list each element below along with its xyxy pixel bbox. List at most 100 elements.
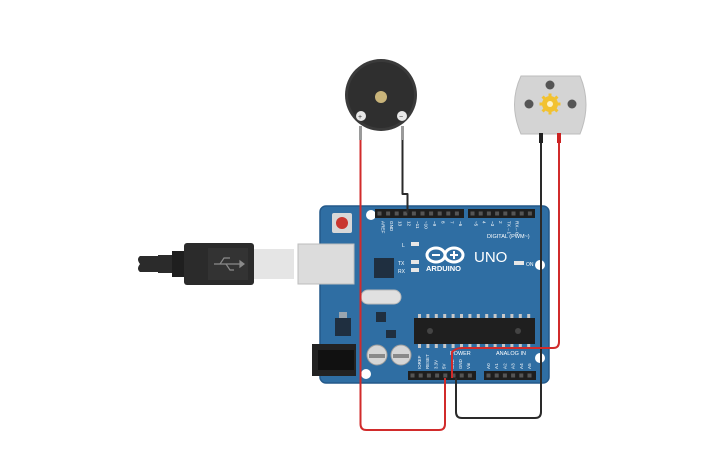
usb-chip	[374, 258, 394, 278]
analog-pin-label: A0	[486, 363, 491, 369]
digital-pin-label: TX→1	[506, 221, 511, 234]
motor-terminal-red[interactable]	[557, 133, 561, 143]
power-pin-label: 3.3V	[433, 360, 438, 369]
header-pin[interactable]	[511, 211, 516, 216]
atmega-chip	[414, 318, 535, 344]
arduino-uno-board[interactable]: L TX RX ON ARDUINO UNO DIGITAL (PWM~) PO…	[297, 205, 550, 384]
power-pin-label: IOREF	[417, 355, 422, 369]
led-l	[411, 242, 419, 246]
header-pin[interactable]	[519, 373, 524, 378]
header-pin[interactable]	[429, 211, 434, 216]
header-pin[interactable]	[451, 373, 456, 378]
analog-header-label: ANALOG IN	[496, 351, 526, 357]
buzzer-minus-terminal[interactable]	[397, 111, 407, 121]
piezo-buzzer[interactable]: + −	[345, 59, 417, 140]
header-pin[interactable]	[503, 211, 508, 216]
digital-pin-label: ~3	[490, 221, 495, 227]
dc-motor[interactable]	[514, 75, 587, 143]
header-pin[interactable]	[486, 373, 491, 378]
wire-motor-to-power[interactable]	[451, 143, 560, 378]
header-pin[interactable]	[454, 211, 459, 216]
header-pin[interactable]	[511, 373, 516, 378]
power-pin-label: RESET	[425, 354, 430, 369]
motor-terminal-black[interactable]	[539, 133, 543, 143]
header-pin[interactable]	[495, 211, 500, 216]
model-label: UNO	[474, 249, 507, 266]
voltage-regulator	[335, 318, 351, 336]
power-header	[408, 371, 476, 380]
digital-pin-label: ~6	[458, 221, 463, 227]
mounting-hole	[366, 210, 376, 220]
power-pin-label: Vin	[466, 362, 471, 369]
header-pin[interactable]	[443, 373, 448, 378]
header-pin[interactable]	[446, 211, 451, 216]
reset-button-cap[interactable]	[336, 217, 348, 229]
smd-chip	[376, 312, 386, 322]
digital-header-left	[375, 209, 464, 218]
header-pin[interactable]	[467, 373, 472, 378]
wire-buzzer-to-pin12[interactable]	[401, 140, 409, 213]
power-header-label: POWER	[450, 351, 471, 357]
header-pin[interactable]	[435, 373, 440, 378]
digital-pin-label: 4	[482, 221, 487, 224]
header-pin[interactable]	[519, 211, 524, 216]
analog-pin-label: A4	[519, 363, 524, 369]
header-pin[interactable]	[403, 211, 408, 216]
led-on	[514, 261, 524, 265]
power-pin-label: GND	[458, 359, 463, 369]
brand-label: ARDUINO	[426, 264, 461, 273]
digital-pin-label: 8	[441, 221, 446, 224]
crystal-oscillator	[360, 289, 402, 305]
led-tx-label: TX	[398, 261, 405, 267]
header-pin[interactable]	[478, 211, 483, 216]
digital-pin-label: 13	[398, 221, 403, 227]
led-rx	[411, 268, 419, 272]
analog-pin-label: A1	[494, 363, 499, 369]
analog-pin-label: A2	[502, 363, 507, 369]
digital-pin-label: 7	[449, 221, 454, 224]
analog-pin-label: A3	[511, 363, 516, 369]
analog-header	[484, 371, 536, 380]
header-pin[interactable]	[394, 211, 399, 216]
header-pin[interactable]	[459, 373, 464, 378]
wire-buzzer-to-5v[interactable]	[359, 140, 446, 431]
arduino-logo	[425, 246, 465, 264]
header-pin[interactable]	[502, 373, 507, 378]
led-tx	[411, 260, 419, 264]
header-pin[interactable]	[437, 211, 442, 216]
header-pin[interactable]	[527, 211, 532, 216]
digital-pin-label: GND	[389, 221, 394, 232]
header-pin[interactable]	[386, 211, 391, 216]
header-pin[interactable]	[426, 373, 431, 378]
mounting-hole	[361, 369, 371, 379]
header-pin[interactable]	[486, 211, 491, 216]
digital-pin-label: ~10	[424, 221, 429, 229]
digital-pin-label: RX←0	[515, 221, 520, 235]
wires	[359, 140, 560, 431]
gear-icon	[539, 93, 561, 115]
header-pin[interactable]	[377, 211, 382, 216]
digital-header-label: DIGITAL (PWM~)	[487, 234, 530, 240]
buzzer-plus-label: +	[358, 114, 362, 121]
analog-pin-label: A5	[527, 363, 532, 369]
header-pin[interactable]	[494, 373, 499, 378]
digital-pin-label: ~11	[415, 221, 420, 229]
buzzer-plus-terminal[interactable]	[356, 111, 366, 121]
digital-header-right	[468, 209, 535, 218]
power-pin-label: 5V	[442, 364, 447, 369]
header-pin[interactable]	[410, 373, 415, 378]
wire-motor-to-gnd[interactable]	[455, 143, 542, 419]
digital-pin-label: AREF	[381, 221, 386, 233]
usb-b-jack	[297, 243, 355, 285]
led-rx-label: RX	[398, 269, 406, 275]
led-l-label: L	[402, 243, 405, 249]
header-pin[interactable]	[411, 211, 416, 216]
header-pin[interactable]	[470, 211, 475, 216]
header-pin[interactable]	[420, 211, 425, 216]
header-pin[interactable]	[418, 373, 423, 378]
digital-pin-label: ~9	[432, 221, 437, 227]
digital-pin-label: 12	[406, 221, 411, 227]
buzzer-minus-label: −	[399, 114, 403, 121]
header-pin[interactable]	[527, 373, 532, 378]
